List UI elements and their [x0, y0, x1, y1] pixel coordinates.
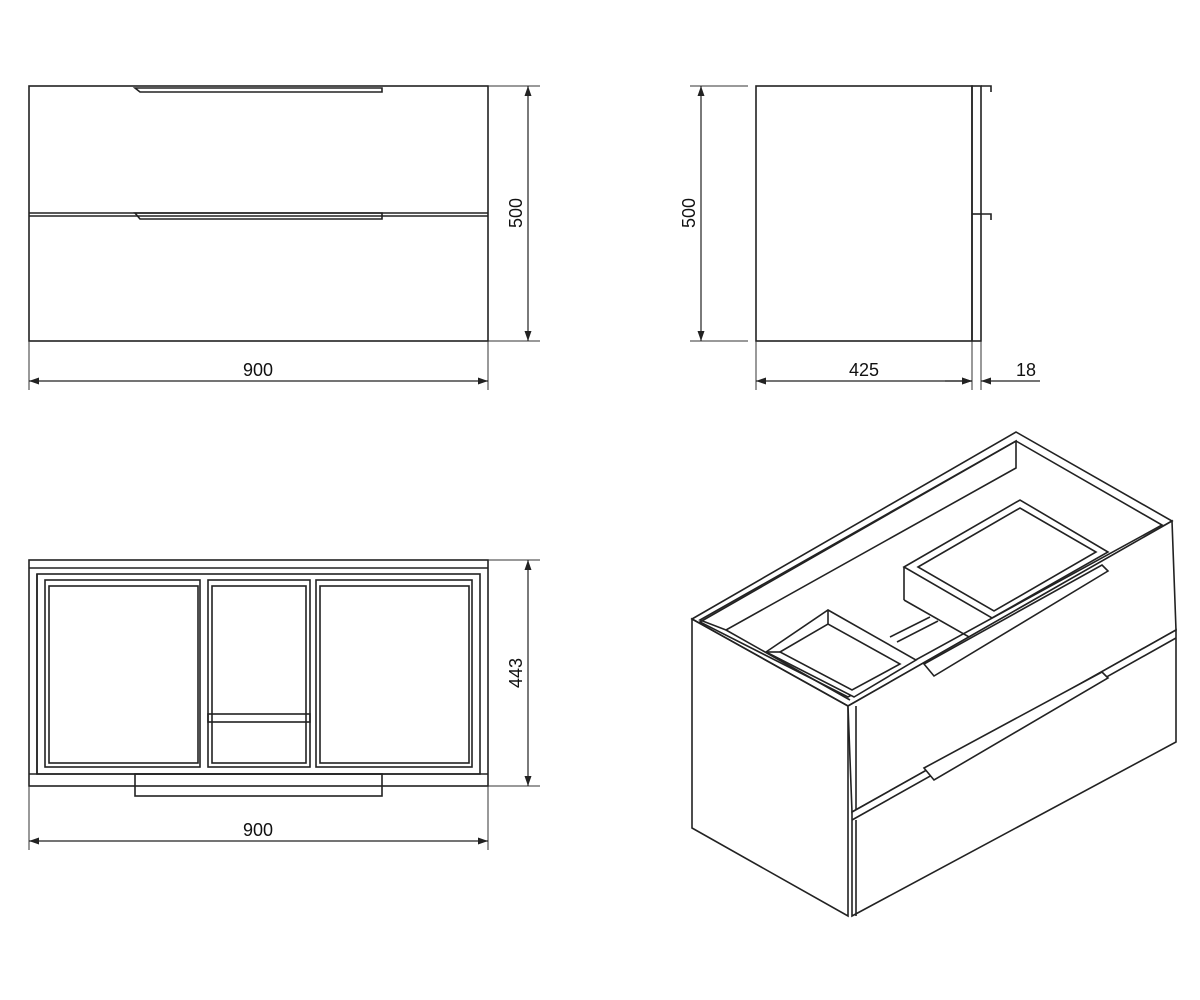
- bottom-drawer-handle: [133, 212, 383, 220]
- top-handle-profile: [981, 85, 992, 92]
- front-thickness-dimension-label: 18: [1016, 360, 1036, 380]
- isometric-view: [690, 431, 1177, 918]
- side-panel: [755, 85, 973, 342]
- top-view-handle: [134, 773, 383, 797]
- side-height-dimension-label: 500: [679, 198, 699, 228]
- right-compartment: [315, 579, 473, 768]
- side-view: 500 425 18: [679, 85, 1040, 390]
- front-view: 900 500: [28, 85, 540, 390]
- top-width-dimension-label: 900: [243, 820, 273, 840]
- depth-dimension-label: 425: [849, 360, 879, 380]
- iso-bottom-handle: [922, 671, 1110, 782]
- top-drawer-handle: [132, 87, 383, 93]
- left-compartment: [44, 579, 201, 768]
- center-shelf: [207, 713, 311, 723]
- top-depth-dimension-label: 443: [506, 658, 526, 688]
- top-outline: [28, 559, 489, 787]
- width-dimension-label: 900: [243, 360, 273, 380]
- iso-top-handle: [922, 564, 1110, 678]
- height-dimension-label: 500: [506, 198, 526, 228]
- center-compartment: [207, 579, 311, 768]
- top-view: 900 443: [28, 559, 540, 850]
- bottom-handle-profile: [981, 213, 992, 220]
